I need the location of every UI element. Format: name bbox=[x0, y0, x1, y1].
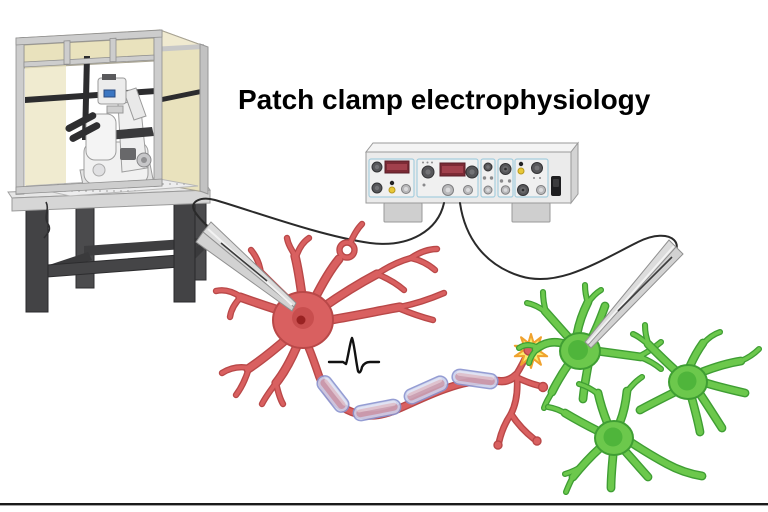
base-dial bbox=[92, 163, 106, 177]
illuminator-arm bbox=[123, 87, 147, 121]
cage-beam-top bbox=[15, 29, 163, 46]
condenser bbox=[106, 105, 124, 114]
terminal-bouton bbox=[493, 440, 503, 450]
eyepiece-1 bbox=[65, 112, 97, 132]
amp-button-black bbox=[389, 180, 395, 186]
microscope-rig bbox=[7, 29, 211, 313]
table-brace-back bbox=[84, 238, 198, 256]
amp-button-yellow bbox=[388, 186, 396, 194]
nucleus bbox=[677, 371, 697, 391]
myelin-segment bbox=[451, 368, 499, 390]
cage-frame-post-back-right bbox=[199, 43, 209, 195]
ground-cable bbox=[43, 201, 51, 239]
patch-clamp-amplifier bbox=[364, 141, 580, 223]
electrode-wire bbox=[617, 256, 673, 312]
figure-title: Patch clamp electrophysiology bbox=[238, 84, 651, 115]
cage-panel-right bbox=[159, 29, 205, 193]
nucleolus bbox=[296, 315, 306, 325]
postsynaptic-neuron-2 bbox=[633, 325, 759, 432]
myelin-segment bbox=[316, 375, 350, 413]
cage-post-right bbox=[153, 29, 163, 187]
power-switch-rocker bbox=[553, 179, 559, 187]
pipette-barrel bbox=[195, 231, 295, 312]
table-leg-front-right bbox=[173, 201, 196, 303]
illuminator-cap bbox=[102, 74, 116, 80]
cage-panel-left-inner bbox=[25, 63, 66, 190]
terminal-bouton bbox=[532, 436, 542, 446]
illuminator-screen bbox=[103, 89, 116, 98]
amp-foot-left bbox=[383, 202, 423, 223]
nucleus bbox=[603, 427, 623, 447]
table-leg-front-left bbox=[25, 209, 49, 313]
amp-side-face bbox=[570, 141, 579, 205]
inverted-microscope bbox=[65, 74, 155, 191]
pipette-barrel bbox=[202, 221, 297, 308]
action-potential-trace bbox=[327, 336, 381, 374]
signal-cable-right bbox=[459, 202, 678, 281]
terminal-bouton bbox=[537, 381, 549, 393]
patch-pipette-left bbox=[195, 221, 297, 312]
pipette-barrel bbox=[587, 246, 684, 349]
myelin-segment bbox=[352, 398, 402, 422]
amp-panel-4 bbox=[497, 158, 514, 198]
patch-pipette-right bbox=[584, 239, 684, 349]
nosepiece bbox=[120, 148, 136, 160]
vibration-table bbox=[7, 183, 211, 313]
cage-mullion-2 bbox=[109, 37, 117, 63]
focus-knob-center bbox=[141, 157, 147, 163]
amp-panel-3 bbox=[480, 158, 496, 198]
cage-mullion-1 bbox=[63, 40, 71, 65]
microscope-head bbox=[85, 113, 117, 161]
amp-top-face bbox=[364, 142, 580, 153]
amp-foot-right bbox=[511, 202, 551, 223]
tabletop-front bbox=[11, 189, 211, 212]
amp-button-yellow bbox=[517, 167, 525, 175]
cage-beam-bottom bbox=[15, 178, 163, 195]
cage-post-left bbox=[15, 37, 25, 195]
amp-button-black bbox=[518, 161, 524, 167]
amp-panel-2 bbox=[416, 158, 479, 198]
pipette-highlight bbox=[587, 245, 675, 344]
cage-rod-right bbox=[162, 89, 201, 102]
cage-front-frame bbox=[15, 29, 163, 195]
bottom-rule bbox=[0, 503, 768, 506]
eyepiece-2 bbox=[69, 122, 101, 142]
postsynaptic-neuron-3 bbox=[548, 377, 702, 492]
nucleus bbox=[568, 340, 588, 360]
electrode-wire bbox=[220, 242, 268, 282]
signal-cable-left bbox=[192, 197, 445, 245]
amp-panel-5 bbox=[514, 158, 549, 198]
myelin-sheaths bbox=[316, 368, 499, 422]
myelin-segment bbox=[403, 375, 449, 405]
amp-panel-1 bbox=[368, 158, 415, 198]
table-brace-front bbox=[33, 253, 193, 279]
